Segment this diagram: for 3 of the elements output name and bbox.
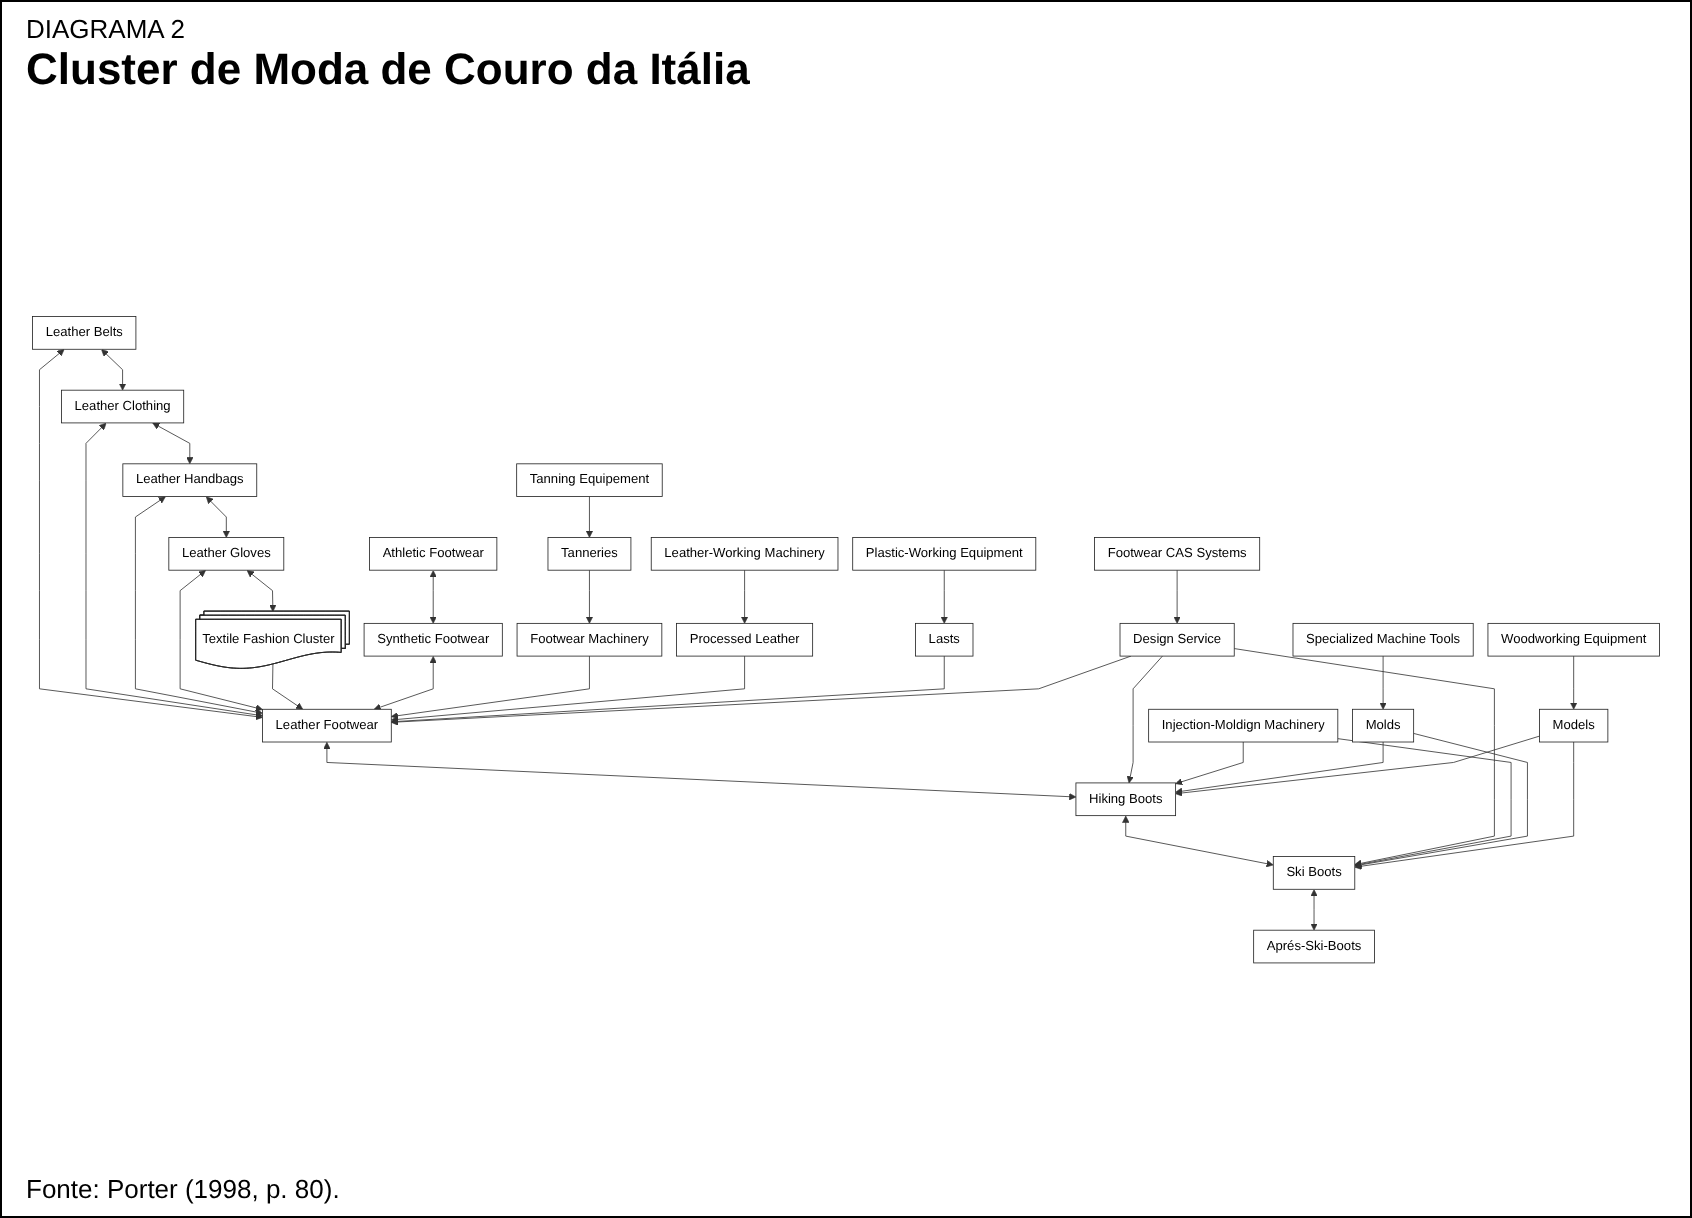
- diagram-number: DIAGRAMA 2: [26, 14, 187, 44]
- source-caption: Fonte: Porter (1998, p. 80).: [26, 1174, 342, 1204]
- diagram-title: Cluster de Moda de Couro da Itália: [26, 44, 752, 96]
